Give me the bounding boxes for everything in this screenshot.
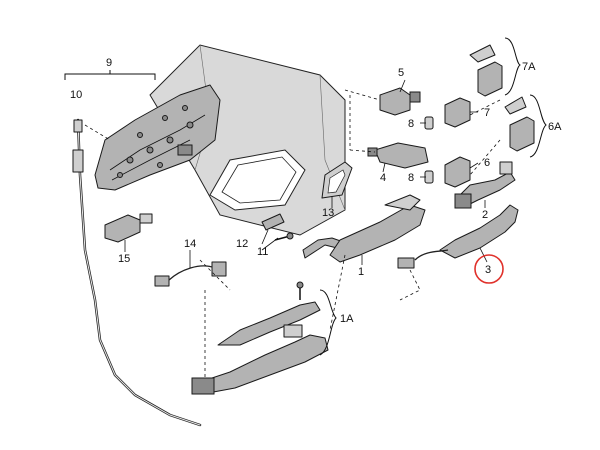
wiring-part-14 xyxy=(154,261,227,287)
lock-cylinder-part-4 xyxy=(367,142,429,169)
label-9: 9 xyxy=(106,57,112,69)
label-13: 13 xyxy=(322,207,334,219)
highlight-circle xyxy=(474,254,504,284)
bowden-cable xyxy=(72,118,202,427)
label-10: 10 xyxy=(70,89,82,101)
cap-part-7 xyxy=(444,97,471,128)
label-1: 1 xyxy=(358,266,364,278)
label-15: 15 xyxy=(118,253,130,265)
assembly-lines xyxy=(84,79,501,380)
label-11: 11 xyxy=(257,246,268,258)
cap-variant-6A xyxy=(504,96,535,152)
bracket-1A xyxy=(319,289,337,356)
label-6: 6 xyxy=(484,157,490,169)
pin-part-8-upper xyxy=(424,116,434,130)
door-module-carrier xyxy=(94,84,221,191)
label-1A: 1A xyxy=(340,313,354,325)
label-7: 7 xyxy=(484,107,490,119)
cap-part-6 xyxy=(444,156,471,188)
screw-part-11 xyxy=(274,232,294,241)
door-handle-part-2 xyxy=(454,161,516,209)
bracket-9 xyxy=(64,70,156,80)
label-4: 4 xyxy=(380,172,386,184)
label-7A: 7A xyxy=(522,61,536,73)
bracket-7A xyxy=(504,37,521,96)
clip-part-12 xyxy=(261,213,285,231)
label-14: 14 xyxy=(184,238,196,250)
gasket-part-13 xyxy=(321,161,353,199)
label-12: 12 xyxy=(236,238,248,250)
label-6A: 6A xyxy=(548,121,562,133)
connector-part-15 xyxy=(104,213,153,243)
door-handle-variant-1A xyxy=(191,281,329,395)
label-2: 2 xyxy=(482,209,488,221)
cap-variant-7A xyxy=(469,44,503,97)
bracket-6A xyxy=(529,94,547,158)
pin-part-8-lower xyxy=(424,170,434,184)
door-handle-part-1 xyxy=(302,194,426,263)
label-8-lower: 8 xyxy=(408,172,414,184)
part-labels: 9 10 5 7A 7 8 6A 4 8 6 13 2 12 11 14 15 … xyxy=(70,57,562,325)
label-5: 5 xyxy=(398,67,404,79)
label-8-upper: 8 xyxy=(408,118,414,130)
lock-cylinder-part-5 xyxy=(379,87,421,116)
label-3: 3 xyxy=(485,264,491,276)
handle-cover-part-3 xyxy=(397,204,519,269)
